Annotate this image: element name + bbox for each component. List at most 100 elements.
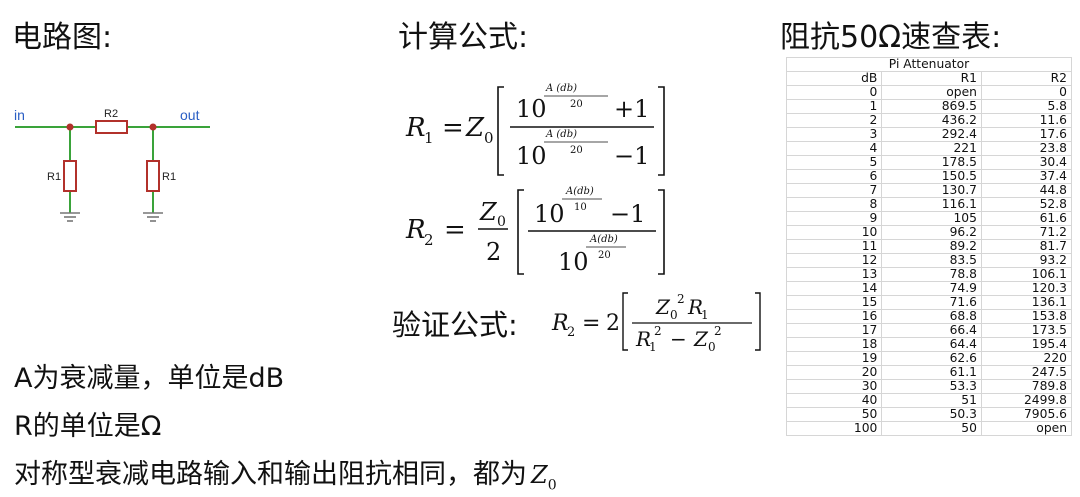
svg-text:2: 2 [677,292,685,306]
note-impedance-z: Z [531,461,548,489]
table-cell-r2: open [980,421,1073,436]
r1-left-bracket [497,86,504,176]
r2-num-op: −1 [610,200,645,228]
table-cell-r1: 869.5 [881,99,982,114]
table-cell-db: 14 [785,281,883,296]
out-label: out [180,107,200,123]
table-cell-r1: 130.7 [881,183,982,198]
table-header-row: dB R1 R2 [785,71,1073,86]
r2-eq: = [444,215,466,245]
table-cell-r1: 150.5 [881,169,982,184]
verify-left-bracket [622,292,628,351]
table-cell-db: 100 [785,421,883,436]
r1-right-resistor [146,160,160,192]
table-cell-db: 18 [785,337,883,352]
r2-label: R2 [104,108,118,120]
right-node [149,123,157,131]
r2-den-base: 10 [558,248,589,276]
table-cell-r2: 153.8 [980,309,1073,324]
svg-text:=: = [582,311,600,336]
svg-text:2: 2 [567,325,575,340]
wires [15,126,210,213]
r1-den-op: −1 [614,142,649,170]
table-cell-r2: 52.8 [980,197,1073,212]
svg-text:0: 0 [708,340,716,354]
table-cell-r2: 173.5 [980,323,1073,338]
table-cell-r2: 195.4 [980,337,1073,352]
note-attenuation-unit: A为衰减量，单位是dB [14,363,285,394]
verify-formula-label: 验证公式: [392,308,518,342]
left-node [66,123,74,131]
r1-den-base: 10 [516,142,547,170]
r2-num-base: 10 [534,200,565,228]
table-cell-db: 6 [785,169,883,184]
r2-two: 2 [486,238,501,266]
table-cell-r2: 106.1 [980,267,1073,282]
table-cell-db: 50 [785,407,883,422]
r2-formula: R 2 = Z 0 2 10 A(db) 10 −1 10 A(db) 20 [405,186,665,276]
svg-text:−: − [670,327,687,351]
table-cell-r2: 0 [980,85,1073,100]
table-cell-r2: 120.3 [980,281,1073,296]
r1-left-resistor [63,160,77,192]
r2-num-exp-bottom: 10 [574,202,587,213]
table-cell-db: 8 [785,197,883,212]
r2-den-exp-bottom: 20 [598,250,611,261]
table-cell-r1: 64.4 [881,337,982,352]
table-cell-r1: 96.2 [881,225,982,240]
table-cell-r1: 62.6 [881,351,982,366]
table-cell-r2: 44.8 [980,183,1073,198]
left-ground-icon [60,212,80,222]
note-resistance-unit: R的单位是Ω [14,411,162,442]
svg-text:2: 2 [606,311,620,336]
r2-resistor [95,120,128,134]
svg-text:1: 1 [649,340,657,354]
svg-text:0: 0 [670,308,678,322]
table-cell-r1: 53.3 [881,379,982,394]
r2-z-sub: 0 [497,214,506,230]
table-title-row: Pi Attenuator [786,57,1072,72]
table-cell-db: 2 [785,113,883,128]
table-cell-r1: open [881,85,982,100]
table-cell-r1: 68.8 [881,309,982,324]
column-header-db: dB [785,71,883,86]
r1-lhs-sub: 1 [424,129,434,147]
table-cell-r1: 292.4 [881,127,982,142]
r1-num-exp-top: A (db) [545,83,577,94]
r1-lhs: R [405,113,426,143]
table-cell-r1: 105 [881,211,982,226]
table-cell-db: 11 [785,239,883,254]
table-cell-r2: 71.2 [980,225,1073,240]
r2-num-exp-top: A(db) [565,186,594,197]
r1-z-sub: 0 [484,129,494,147]
table-cell-r1: 436.2 [881,113,982,128]
r2-den-exp-top: A(db) [589,234,618,245]
r1-z: Z [465,113,485,143]
r1-eq: = [442,113,464,143]
table-cell-r1: 66.4 [881,323,982,338]
r1-formula: R 1 = Z 0 10 A (db) 20 +1 10 A (db) 20 −… [405,83,665,176]
table-cell-r1: 116.1 [881,197,982,212]
svg-text:R: R [635,327,651,351]
circuit-heading: 电路图: [12,20,113,55]
table-cell-r2: 30.4 [980,155,1073,170]
r1-num-base: 10 [516,95,547,123]
svg-text:Z: Z [693,327,709,351]
r1-num-exp-bottom: 20 [570,99,583,110]
r2-left-bracket [517,189,524,275]
table-cell-db: 13 [785,267,883,282]
